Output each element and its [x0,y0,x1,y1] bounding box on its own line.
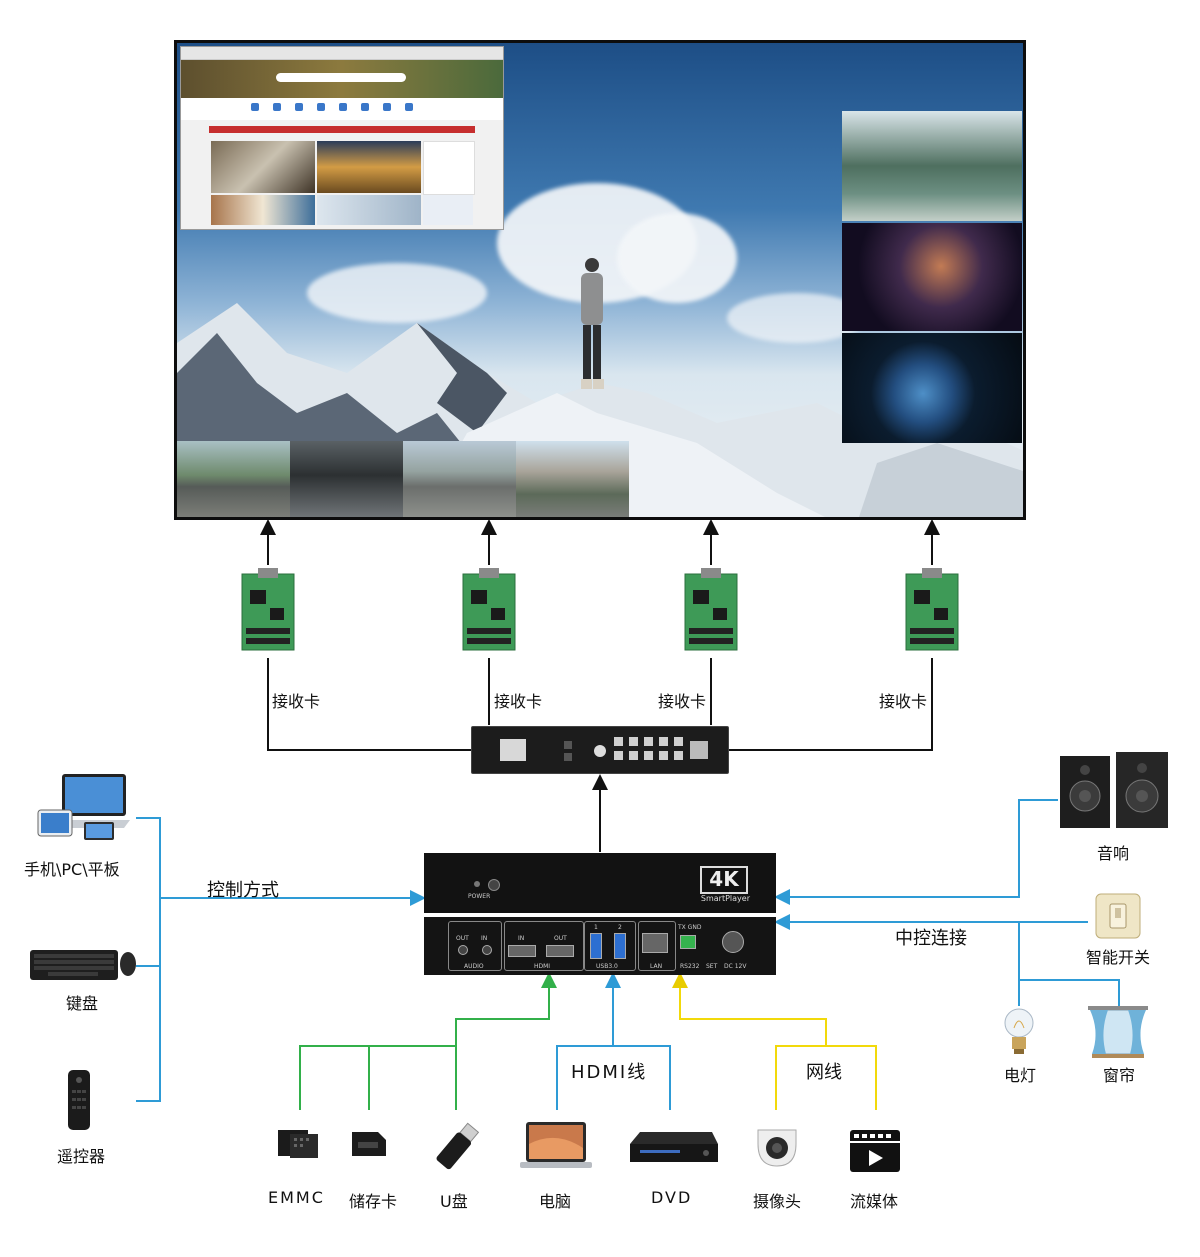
set-label: SET [706,963,718,970]
brand-label: SmartPlayer [700,894,750,903]
tile-city-image [516,441,629,517]
receiving-card-2-image [462,568,516,651]
audio-arrow [774,799,1058,905]
usb-2-label: 2 [618,924,622,931]
receiver-label-4: 接收卡 [879,692,928,711]
power-label: POWER [468,893,491,900]
usb-label: USB3.0 [596,963,618,970]
control-device-label-2: 键盘 [66,994,99,1013]
smart-switch-icon [1095,893,1141,939]
source-label-computer: 电脑 [539,1192,572,1211]
remote-control-icon [68,1070,90,1130]
rs232-port [680,935,696,949]
lan-label: LAN [650,963,663,970]
hdmi-out-port [546,945,574,957]
usb-drive-icon [436,1122,480,1170]
led-video-wall [174,40,1026,520]
source-label-usb: U盘 [440,1192,468,1211]
proc-to-rc4-line [729,658,933,751]
dc-port [722,931,744,953]
tile-landscape-image [842,111,1022,221]
laptop-computer-icon [520,1122,592,1168]
receiving-card-4-image [905,568,959,651]
hdmi-label: HDMI [534,963,551,970]
tile-galaxy-image [842,223,1022,331]
central-device-label-1: 音响 [1097,844,1130,863]
central-device-label-3: 电灯 [1004,1066,1037,1085]
source-label-camera: 摄像头 [753,1192,802,1211]
tile-highway-1-image [177,441,290,517]
video-processor-image [471,726,729,774]
hdmi-out-label: OUT [554,935,567,942]
player-rear-panel: OUT IN AUDIO IN OUT HDMI 1 2 USB3.0 LAN … [424,917,776,975]
audio-in-label: IN [481,935,488,942]
source-label-storage-card: 储存卡 [349,1192,398,1211]
control-device-label-3: 遥控器 [57,1147,106,1166]
player-front-panel: POWER 4K SmartPlayer [424,853,776,913]
hdmi-in-port [508,945,536,957]
control-method-label: 控制方式 [207,880,279,901]
memory-card-icon [352,1132,386,1156]
speaker-icon [1060,752,1168,828]
source-label-streaming: 流媒体 [850,1192,899,1211]
curtain-icon [1088,1006,1148,1058]
hdmi-cable-label: HDMI线 [571,1062,648,1083]
streaming-media-icon [850,1130,900,1172]
network-arrow [672,972,827,1046]
usb-1-label: 1 [594,924,598,931]
receiver-label-1: 接收卡 [272,692,321,711]
network-cable-label: 网线 [806,1062,842,1083]
laptop-tablet-phone-icon [37,774,130,840]
light-bulb-icon [1004,1008,1034,1054]
hdmi-in-label: IN [518,935,525,942]
tile-earth-image [842,333,1022,443]
tile-road-image [290,441,403,517]
control-device-label-1: 手机\PC\平板 [24,860,120,879]
tile-highway-2-image [403,441,516,517]
dc-label: DC 12V [724,963,747,970]
source-label-dvd: DVD [651,1188,693,1207]
receiver-label-3: 接收卡 [658,692,707,711]
usb-port-1 [590,933,602,959]
storage-arrow [455,972,557,1110]
receiver-label-2: 接收卡 [494,692,543,711]
tx-gnd-label: TX GND [678,924,702,931]
receiving-card-3-image [684,568,738,651]
emmc-chip-icon [278,1130,318,1158]
receiving-card-1-image [241,568,295,651]
keyboard-mouse-icon [30,950,136,980]
audio-out-label: OUT [456,935,469,942]
central-control-label: 中控连接 [895,928,967,949]
camera-icon [757,1129,797,1167]
usb-port-2 [614,933,626,959]
proc-to-rc1-line [267,658,471,751]
4k-badge: 4K [700,866,748,894]
rs232-label: RS232 [680,963,700,970]
audio-label: AUDIO [464,963,484,970]
lan-port [642,933,668,953]
person-image [581,258,604,389]
central-device-label-2: 智能开关 [1086,948,1151,967]
dvd-player-icon [630,1132,718,1162]
central-device-label-4: 窗帘 [1103,1066,1136,1085]
source-label-emmc: EMMC [268,1188,325,1207]
browser-window-image [180,46,504,230]
